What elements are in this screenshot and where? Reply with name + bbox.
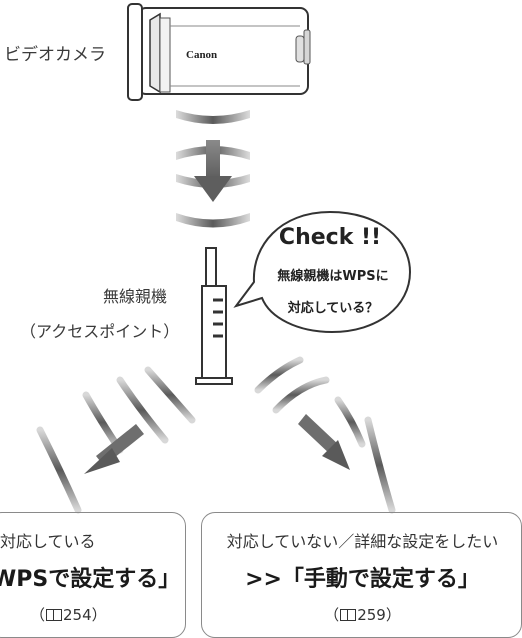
ref-page: 254） (63, 606, 107, 624)
down-right-arrow-icon (298, 414, 350, 470)
down-arrow-icon (194, 140, 232, 202)
wps-page-reference: （ 254） (30, 604, 107, 625)
wps-setup-action: WPSで設定する」 (0, 567, 181, 592)
ref-open: （ (324, 606, 340, 624)
ref-open: （ (30, 606, 46, 624)
ref-page: 259） (357, 606, 401, 624)
access-point-sublabel: （アクセスポイント） (20, 322, 180, 341)
down-left-arrow-icon (84, 424, 144, 474)
book-reference-icon (46, 609, 63, 621)
right-signal-waves-icon (254, 356, 396, 514)
check-question-line2: 対応している？ (287, 301, 379, 316)
manual-setup-action: >>「手動で設定する」 (245, 567, 480, 592)
check-callout-bubble (233, 210, 412, 334)
manual-page-reference: （ 259） (210, 604, 515, 625)
access-point-label: 無線親機 (102, 287, 167, 306)
left-signal-waves-icon (36, 366, 196, 514)
camera-label: ビデオカメラ (4, 45, 106, 65)
check-title: Check !! (278, 225, 382, 250)
book-reference-icon (340, 609, 357, 621)
camcorder-icon: Canon (127, 3, 311, 101)
camera-brand-logo: Canon (186, 49, 217, 61)
wps-not-supported-label: 対応していない／詳細な設定をしたい (226, 532, 499, 551)
access-point-icon (195, 247, 233, 385)
wps-supported-label: 対応している (0, 532, 96, 551)
check-question-line1: 無線親機はWPSに (277, 269, 389, 284)
